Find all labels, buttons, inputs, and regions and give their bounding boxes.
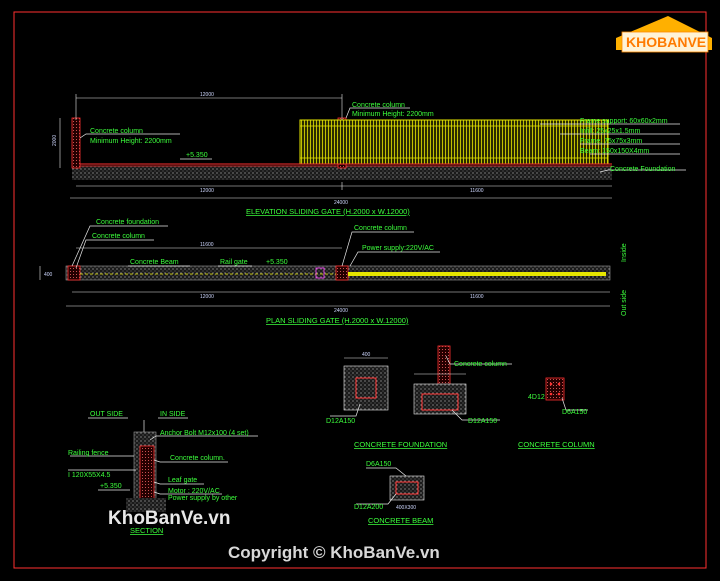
label-elev-col-left-height: Minimum Height: 2200mm [90, 138, 172, 145]
label-plan-level: +5.350 [266, 259, 288, 266]
dim-plan-overall: 24000 [334, 308, 348, 314]
label-elev-col-left: Concrete column [90, 128, 143, 135]
label-foundation-column: Concrete column [454, 361, 507, 368]
title-plan: PLAN SLIDING GATE (H.2000 x W.12000) [266, 316, 409, 325]
elevation-ground [72, 166, 612, 180]
section-view: OUT SIDE IN SIDE Anchor Bolt M12x100 (4 … [68, 411, 258, 535]
label-section-profile: I 120X55X4.5 [68, 472, 111, 479]
plan-gate-leaf [348, 272, 606, 276]
label-elev-level: +5.350 [186, 152, 208, 159]
dim-beam: 400X300 [396, 505, 416, 511]
dim-elev-bottom-left: 12000 [200, 188, 214, 194]
sheet-frame [13, 11, 707, 569]
label-section-inside: IN SIDE [160, 411, 186, 418]
label-frame: Frame: 75x75x3mm [580, 138, 642, 145]
title-column: CONCRETE COLUMN [518, 440, 595, 449]
dim-plan-top: 11600 [200, 242, 214, 248]
plan-right-column [335, 265, 349, 281]
elevation-view: 12000 2000 12000 11600 24000 Concrete co… [52, 92, 686, 216]
logo-text: KHOBANVE [626, 34, 706, 50]
column-detail: 4D12 D6A150 CONCRETE COLUMN [518, 377, 595, 449]
label-beam-stirrup: D6A150 [366, 461, 391, 468]
plan-left-column [67, 265, 81, 281]
beam-detail: D6A150 D12A200 400X300 CONCRETE BEAM [354, 461, 433, 525]
dim-elev-top: 12000 [200, 92, 214, 98]
label-beam: Beam: 150x150X4mm [580, 148, 649, 155]
dim-plan-left: 400 [44, 272, 53, 278]
label-plan-rail: Rail gate [220, 259, 248, 266]
label-section-motor: Motor : 220V/AC [168, 488, 220, 495]
watermark: KhoBanVe.vn [108, 508, 230, 529]
label-foundation-rebar-b: D12A150 [468, 418, 497, 425]
label-section-column: Concrete column. [170, 455, 225, 462]
label-column-stirrup: D6A150 [562, 409, 587, 416]
label-plan-power: Power supply:220V/AC [362, 245, 434, 252]
label-frame-support: Frame support: 60x60x2mm [580, 118, 668, 125]
label-elev-col-mid-height: Minimum Height: 2200mm [352, 111, 434, 118]
dim-elev-overall: 24000 [334, 200, 348, 206]
label-beam-main: D12A200 [354, 504, 383, 511]
copyright-footer: Copyright © KhoBanVe.vn [228, 543, 440, 562]
elevation-left-column [71, 117, 81, 169]
label-section-leaf: Leaf gate [168, 477, 197, 484]
dim-elev-bottom-right: 11600 [470, 188, 484, 194]
title-beam: CONCRETE BEAM [368, 516, 433, 525]
dim-foundation-a: 400 [362, 352, 371, 358]
label-section-railing: Railing fence [68, 450, 109, 457]
title-foundation: CONCRETE FOUNDATION [354, 440, 447, 449]
dim-plan-bottom-left: 12000 [200, 294, 214, 300]
label-infill: Infill: 25x25x1.5mm [580, 128, 640, 135]
label-plan-column-right: Concrete column [354, 225, 407, 232]
label-section-level: +5.350 [100, 483, 122, 490]
label-plan-beam: Concrete Beam [130, 259, 179, 266]
title-elevation: ELEVATION SLIDING GATE (H.2000 x W.12000… [246, 207, 410, 216]
label-section-power: Power supply by other [168, 495, 238, 502]
label-column-main: 4D12 [528, 394, 545, 401]
label-section-anchor: Anchor Bolt M12x100 (4 set) [160, 430, 249, 437]
label-section-outside: OUT SIDE [90, 411, 123, 418]
label-plan-column: Concrete column [92, 233, 145, 240]
plan-view: 11600 400 12000 11600 24000 Concrete fou… [39, 219, 628, 325]
dim-plan-bottom-right: 11600 [470, 294, 484, 300]
title-section: SECTION [130, 526, 163, 535]
elevation-gate-leaf [299, 119, 609, 165]
foundation-detail: 400 D12A150 Concrete column D12A150 CONC… [326, 345, 512, 449]
label-elev-col-mid: Concrete column [352, 102, 405, 109]
label-plan-foundation: Concrete foundation [96, 219, 159, 226]
label-plan-outside: Out side [621, 290, 628, 316]
khobanve-logo: KHOBANVE [616, 16, 712, 53]
label-plan-inside: Inside [621, 243, 628, 262]
dim-elev-left: 2000 [52, 135, 58, 146]
label-elev-foundation: Concrete Foundation [610, 166, 675, 173]
label-foundation-rebar-a: D12A150 [326, 418, 355, 425]
